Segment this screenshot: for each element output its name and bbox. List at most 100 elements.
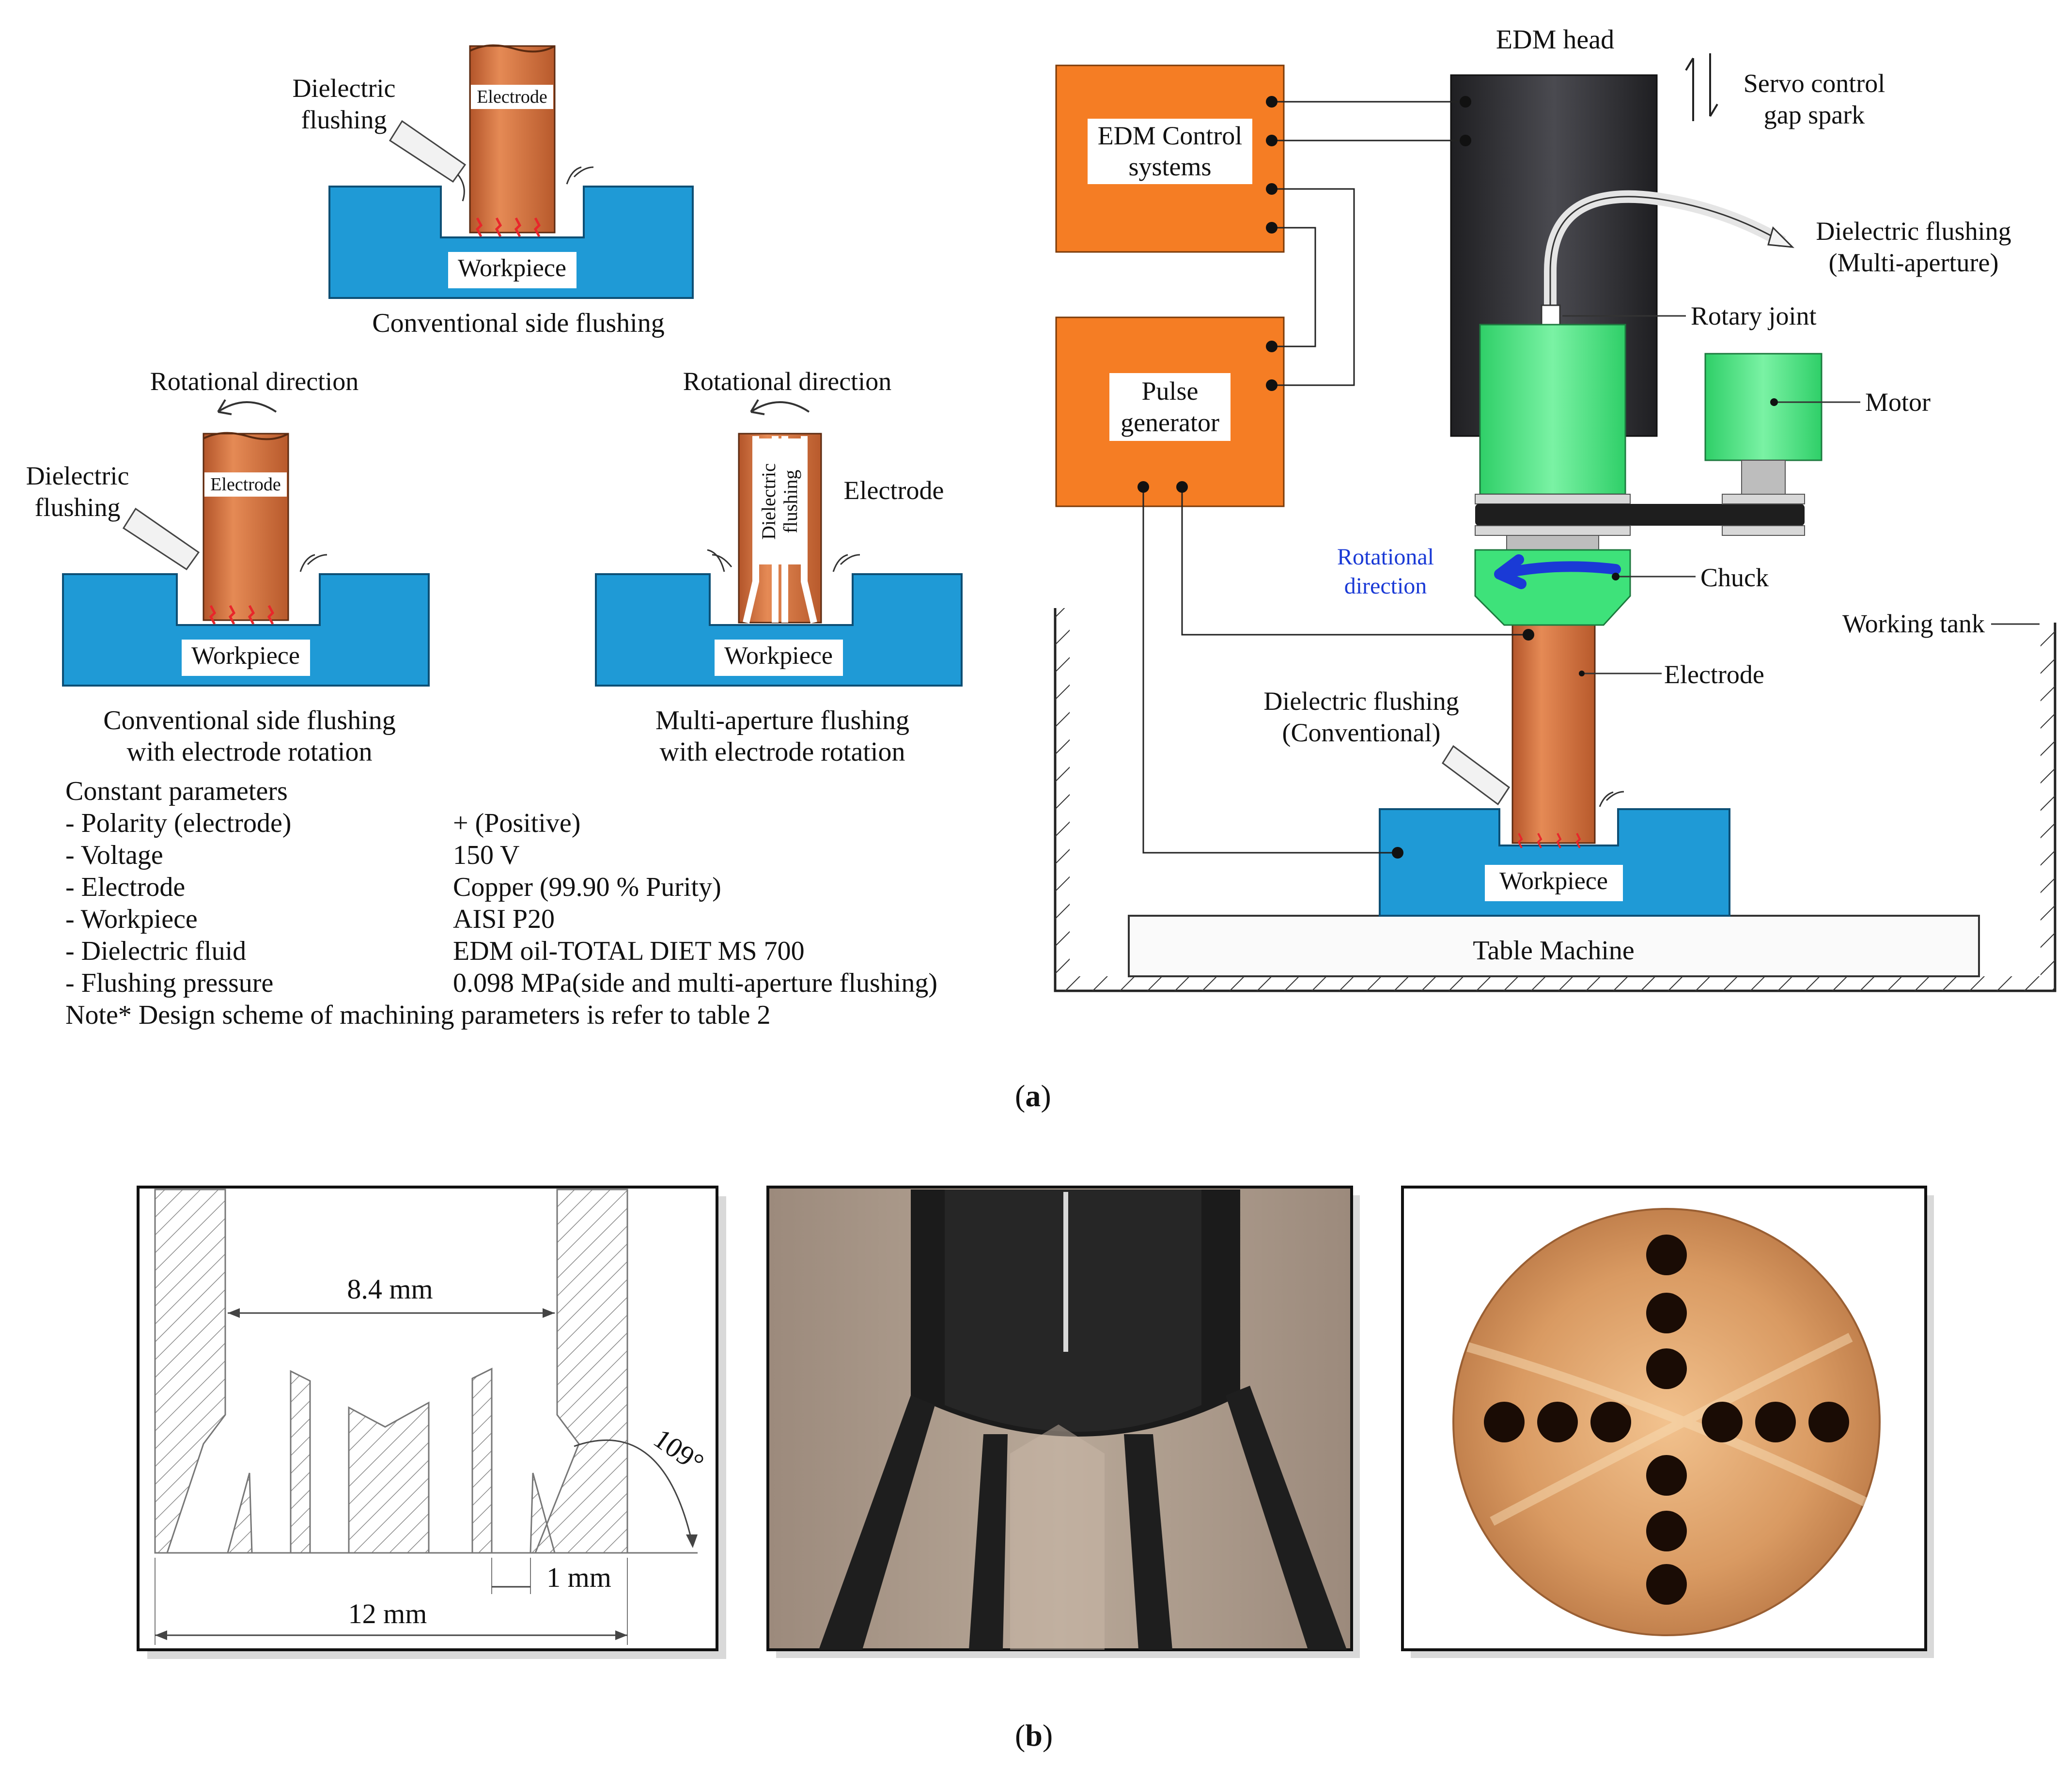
chuck <box>1474 549 1631 626</box>
rotation-caption-1: Conventional side flushing <box>103 705 396 735</box>
control-label-1: EDM Control <box>1098 121 1243 150</box>
parameter-value: AISI P20 <box>453 904 555 934</box>
rotation-scheme: Electrode Workpiece Rotational direction… <box>26 367 430 767</box>
dim-gap: 1 mm <box>546 1562 611 1593</box>
motor-label: Motor <box>1865 388 1931 417</box>
dielectric-label-1: Dielectric <box>26 461 129 490</box>
servo-arrows-icon <box>1685 53 1718 121</box>
multi-caption-1: Multi-aperture flushing <box>655 705 909 735</box>
workpiece-block <box>62 573 430 687</box>
electrode-label: Electrode <box>477 87 547 107</box>
workpiece-block <box>1379 808 1730 917</box>
dielectric-label-2: flushing <box>34 493 120 522</box>
top-scheme: Electrode Workpiece Dielectric flushing … <box>293 44 694 338</box>
parameter-row: - Electrode Copper (99.90 % Purity) <box>65 871 1034 903</box>
flow-out-icon <box>1599 791 1624 807</box>
workpiece-block <box>595 573 963 687</box>
table-machine <box>1128 915 1980 977</box>
electrode-label: Electrode <box>210 474 281 495</box>
top-scheme-caption: Conventional side flushing <box>372 308 665 338</box>
rotation-arrow-blue <box>1494 554 1621 589</box>
rotation-caption-2: with electrode rotation <box>127 737 373 767</box>
terminal-dots <box>1137 96 1534 859</box>
electrode-label-box <box>471 85 553 109</box>
multi-flush-label-2: (Multi-aperture) <box>1829 248 1999 277</box>
parameter-name: - Voltage <box>65 840 163 870</box>
table-label: Table Machine <box>1473 936 1634 966</box>
workpiece-label: Workpiece <box>724 642 833 670</box>
pulse-generator-box <box>1055 316 1285 507</box>
parameter-value: + (Positive) <box>453 808 581 838</box>
caption-b-letter: b <box>1025 1718 1043 1752</box>
caption-a-letter: a <box>1025 1079 1041 1113</box>
rotary-joint-label: Rotary joint <box>1691 301 1816 330</box>
rotary-joint <box>1541 304 1561 326</box>
constant-parameters: Constant parameters - Polarity (electrod… <box>65 775 1034 1031</box>
technical-drawing: 8.4 mm 12 mm 1 mm 109° <box>137 1186 726 1659</box>
caption-a: (a) <box>1015 1079 1051 1113</box>
parameter-value: Copper (99.90 % Purity) <box>453 872 721 902</box>
dielectric-label-1: Dielectric <box>293 74 396 103</box>
electrode-body <box>469 45 556 234</box>
nozzle-icon <box>122 507 200 571</box>
parameter-row: - Flushing pressure 0.098 MPa(side and mu… <box>65 967 1034 999</box>
workpiece-label: Workpiece <box>458 254 566 282</box>
multi-scheme: Dielectric flushing Workpiece Rotational… <box>595 367 963 767</box>
parameter-rows: - Polarity (electrode) + (Positive) - Vol… <box>65 807 1034 999</box>
copper-face <box>1452 1208 1881 1636</box>
parameter-name: - Electrode <box>65 872 186 902</box>
rotational-label-2: direction <box>1344 573 1427 599</box>
dielectric-label-2: flushing <box>301 105 387 134</box>
pulse-label-1: Pulse <box>1141 376 1198 406</box>
dim-outer: 12 mm <box>348 1598 427 1629</box>
rotation-arrow-icon <box>750 399 810 415</box>
parameter-name: - Flushing pressure <box>65 968 274 998</box>
workpiece-label: Workpiece <box>191 642 300 670</box>
parameters-note: Note* Design scheme of machining paramet… <box>65 1000 771 1030</box>
electrode-photo <box>766 1186 1360 1658</box>
spindle-body <box>1479 324 1626 495</box>
conv-flush-label-1: Dielectric flushing <box>1263 687 1459 716</box>
spark-arrows <box>475 217 541 237</box>
electrode-body <box>203 433 289 621</box>
rotation-arrow-icon <box>217 399 277 415</box>
flow-out-icon <box>707 549 860 572</box>
rotation-label: Rotational direction <box>683 367 891 396</box>
nozzle-icon <box>1441 745 1511 806</box>
flow-out-icon <box>299 554 327 572</box>
nozzle-icon <box>389 120 467 183</box>
multi-flush-label-1: Dielectric flushing <box>1816 217 2011 246</box>
belt <box>1475 504 1805 526</box>
inner-label-1: Dielectric <box>758 463 779 540</box>
parameter-name: - Polarity (electrode) <box>65 808 292 838</box>
parameter-name: - Dielectric fluid <box>65 936 247 966</box>
rotation-label: Rotational direction <box>150 367 358 396</box>
parameter-value: 150 V <box>453 840 520 870</box>
workpiece-block <box>328 186 694 299</box>
parameter-row: - Polarity (electrode) + (Positive) <box>65 807 1034 839</box>
electrode-label: Electrode <box>1664 660 1764 689</box>
working-tank-label: Working tank <box>1842 609 1985 638</box>
servo-label-2: gap spark <box>1764 100 1865 129</box>
servo-label-1: Servo control <box>1744 69 1885 98</box>
parameter-row: - Dielectric fluid EDM oil-TOTAL DIET MS … <box>65 935 1034 967</box>
flow-out-icon <box>566 166 594 185</box>
aperture-holes <box>1484 1235 1849 1605</box>
rotational-label-1: Rotational <box>1337 544 1434 570</box>
inner-label-2: flushing <box>779 469 801 533</box>
conv-flush-label-2: (Conventional) <box>1282 718 1441 747</box>
spark-arrows <box>1517 833 1581 848</box>
workpiece-label: Workpiece <box>1499 867 1608 895</box>
electrode-body <box>1511 624 1596 844</box>
edm-head-label: EDM head <box>1496 25 1614 55</box>
motor-block <box>1704 353 1823 461</box>
pulse-label-2: generator <box>1121 408 1219 437</box>
caption-b: (b) <box>1015 1718 1053 1752</box>
parameter-value: 0.098 MPa(side and multi-aperture flushi… <box>453 968 938 998</box>
electrode-label: Electrode <box>844 476 944 505</box>
parameter-row: - Voltage 150 V <box>65 839 1034 871</box>
electrode-face-photo <box>1401 1186 1934 1658</box>
parameter-value: EDM oil-TOTAL DIET MS 700 <box>453 936 805 966</box>
